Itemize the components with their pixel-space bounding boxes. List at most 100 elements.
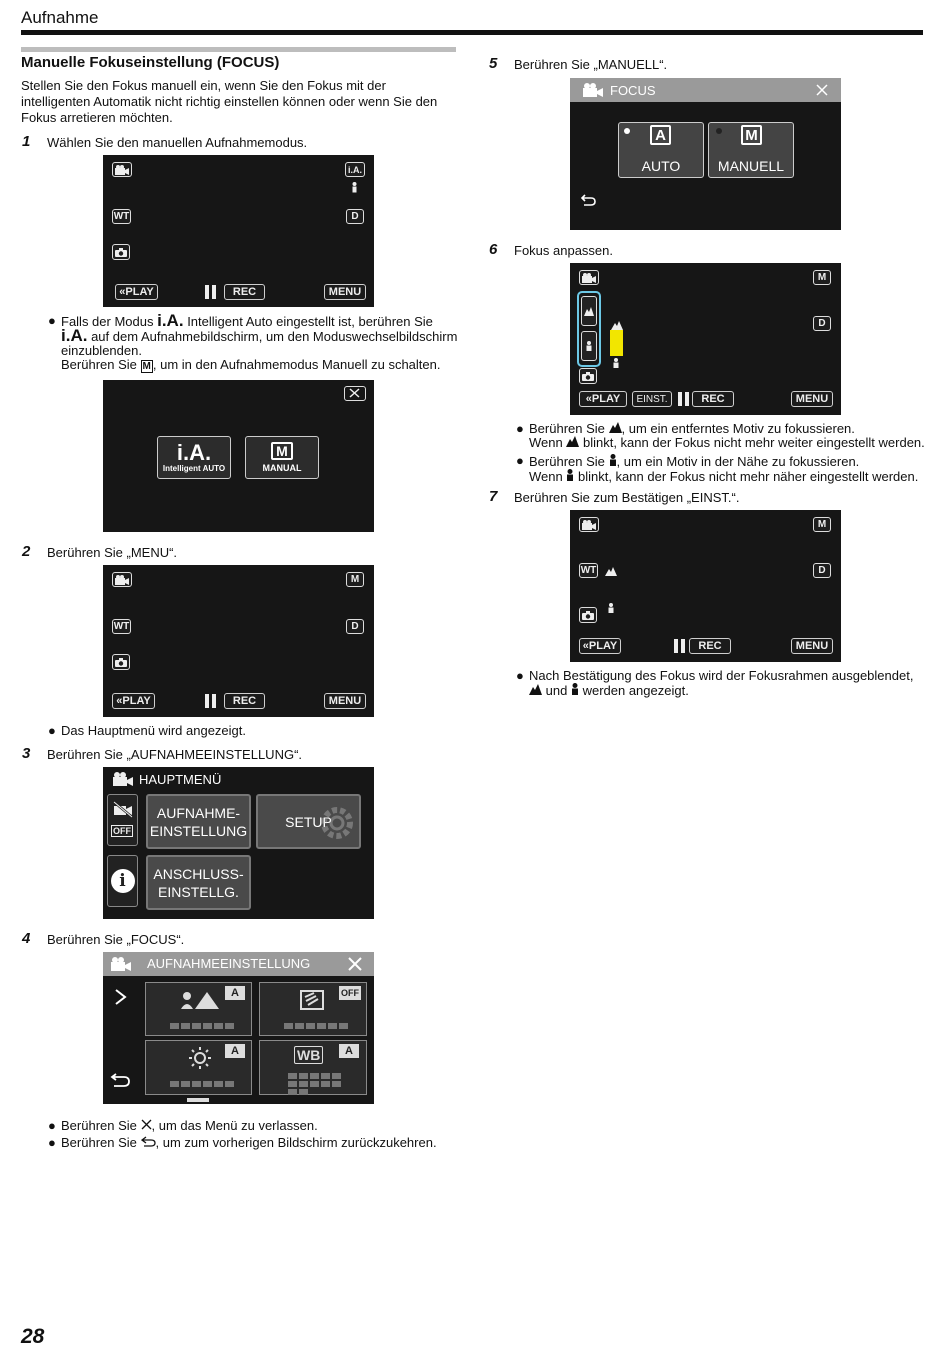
play-label-prefix: «: [119, 286, 126, 298]
note-text: Berühren Sie: [529, 454, 605, 469]
video-camera-icon[interactable]: [112, 162, 132, 177]
camera-icon[interactable]: [579, 368, 597, 384]
step-number: 1: [22, 133, 31, 150]
ia-inline-icon: i.A.: [157, 311, 184, 330]
bullet-dot: ●: [48, 723, 56, 738]
near-focus-button[interactable]: [581, 331, 597, 361]
display-button[interactable]: D: [346, 619, 364, 634]
manual-mode-button[interactable]: M MANUAL: [245, 436, 319, 479]
backlight-menu-item[interactable]: OFF: [259, 982, 367, 1036]
rec-button[interactable]: REC: [224, 284, 265, 300]
play-button[interactable]: «PLAY: [115, 284, 158, 300]
close-icon[interactable]: [347, 956, 363, 972]
white-balance-menu-item[interactable]: WB A: [259, 1040, 367, 1095]
info-button[interactable]: i: [107, 855, 138, 907]
note-text: auf dem Aufnahmebildschirm, um den Modus…: [61, 329, 458, 358]
play-button[interactable]: «PLAY: [112, 693, 155, 709]
menu-button[interactable]: MENU: [791, 391, 833, 407]
menu-title: AUFNAHMEEINSTELLUNG: [147, 956, 311, 971]
recording-settings-tile[interactable]: AUFNAHME- EINSTELLUNG: [146, 794, 251, 849]
video-camera-icon[interactable]: [579, 517, 599, 532]
note-text: Intelligent Auto eingestellt ist, berühr…: [187, 314, 433, 329]
off-badge: OFF: [111, 825, 133, 837]
zoom-wt-button[interactable]: WT: [112, 619, 131, 634]
close-icon[interactable]: [344, 386, 366, 401]
connection-settings-tile[interactable]: ANSCHLUSS- EINSTELLG.: [146, 855, 251, 910]
far-focus-button[interactable]: [581, 296, 597, 326]
manual-mode-icon[interactable]: M: [346, 572, 364, 587]
display-button[interactable]: D: [813, 316, 831, 331]
auto-a-icon: A: [650, 125, 671, 145]
auto-focus-button[interactable]: A AUTO: [618, 122, 704, 178]
play-label: PLAY: [591, 393, 621, 405]
rec-button[interactable]: REC: [689, 638, 731, 654]
note-text: Berühren Sie: [61, 1135, 137, 1150]
mountain-icon: [611, 321, 623, 330]
ia-label: i.A.: [176, 440, 212, 465]
rec-button[interactable]: REC: [692, 391, 734, 407]
back-icon[interactable]: [580, 193, 598, 207]
rec-button[interactable]: REC: [224, 693, 265, 709]
menu-button[interactable]: MENU: [791, 638, 833, 654]
record-screen-manual: M WT D «PLAY REC MENU: [103, 565, 374, 717]
play-button[interactable]: «PLAY: [579, 638, 621, 654]
focus-adjust-screen: M D «PLAY EINST. REC MENU: [570, 263, 841, 415]
manual-m-icon: M: [741, 125, 762, 145]
setting-indicator-dots: [288, 1073, 350, 1095]
display-button[interactable]: D: [346, 209, 364, 224]
camera-icon[interactable]: [579, 607, 597, 623]
manual-m-inline-icon: M: [140, 360, 153, 373]
play-button[interactable]: «PLAY: [579, 391, 627, 407]
manual-mode-icon[interactable]: M: [813, 517, 831, 532]
intelligent-auto-mode-button[interactable]: i.A. Intelligent AUTO: [157, 436, 231, 479]
zoom-wt-button[interactable]: WT: [112, 209, 131, 224]
off-badge: OFF: [339, 986, 361, 1000]
step-number: 2: [22, 543, 31, 560]
bullet-dot: ●: [48, 1118, 56, 1133]
back-icon: [140, 1136, 156, 1147]
setting-indicator-dots: [284, 1023, 348, 1029]
note-text: Falls der Modus: [61, 314, 154, 329]
setting-indicator-dots: [170, 1023, 234, 1029]
note-text: Wenn: [529, 469, 563, 484]
step-text: Fokus anpassen.: [514, 243, 614, 258]
camera-icon[interactable]: [112, 654, 130, 670]
menu-button[interactable]: MENU: [324, 693, 366, 709]
tile-label: AUFNAHME- EINSTELLUNG: [149, 804, 248, 839]
set-button[interactable]: EINST.: [632, 391, 672, 407]
note-step4-back: ● Berühren Sie , um zum vorherigen Bilds…: [48, 1135, 437, 1150]
person-icon: [571, 683, 578, 695]
page-number: 28: [21, 1325, 45, 1348]
back-icon[interactable]: [109, 1071, 131, 1087]
camera-icon[interactable]: [112, 244, 130, 260]
setup-tile[interactable]: SETUP: [256, 794, 361, 849]
note-step1: ● Falls der Modus i.A. Intelligent Auto …: [48, 311, 461, 373]
close-icon: [141, 1119, 151, 1130]
radio-indicator: [716, 128, 722, 134]
auto-badge: A: [225, 986, 245, 1000]
video-camera-icon[interactable]: [112, 572, 132, 587]
page-indicator: [187, 1098, 209, 1102]
video-camera-icon[interactable]: [579, 270, 599, 285]
step-text: Berühren Sie „MANUELL“.: [514, 57, 668, 72]
bullet-dot: ●: [516, 668, 524, 683]
focus-title-bar: FOCUS: [570, 78, 841, 102]
demo-mode-off-button[interactable]: OFF: [107, 794, 138, 846]
recording-settings-screen: AUFNAHMEEINSTELLUNG A OFF A WB A: [103, 952, 374, 1104]
note-text: blinkt, kann der Fokus nicht mehr näher …: [577, 469, 919, 484]
gear-icon: [321, 807, 353, 839]
manual-focus-button[interactable]: M MANUELL: [708, 122, 794, 178]
next-page-icon[interactable]: [114, 988, 128, 1006]
display-button[interactable]: D: [813, 563, 831, 578]
zoom-wt-button[interactable]: WT: [579, 563, 598, 578]
menu-button[interactable]: MENU: [324, 284, 366, 300]
brightness-menu-item[interactable]: A: [145, 1040, 252, 1095]
intelligent-auto-icon[interactable]: i.A.: [345, 162, 365, 177]
note-text: Berühren Sie: [61, 1118, 137, 1133]
focus-menu-item[interactable]: A: [145, 982, 252, 1036]
note-step4-close: ● Berühren Sie , um das Menü zu verlasse…: [48, 1118, 318, 1133]
manual-mode-icon[interactable]: M: [813, 270, 831, 285]
person-icon: [586, 341, 592, 351]
page-header-title: Aufnahme: [21, 8, 99, 27]
close-icon[interactable]: [816, 84, 828, 96]
